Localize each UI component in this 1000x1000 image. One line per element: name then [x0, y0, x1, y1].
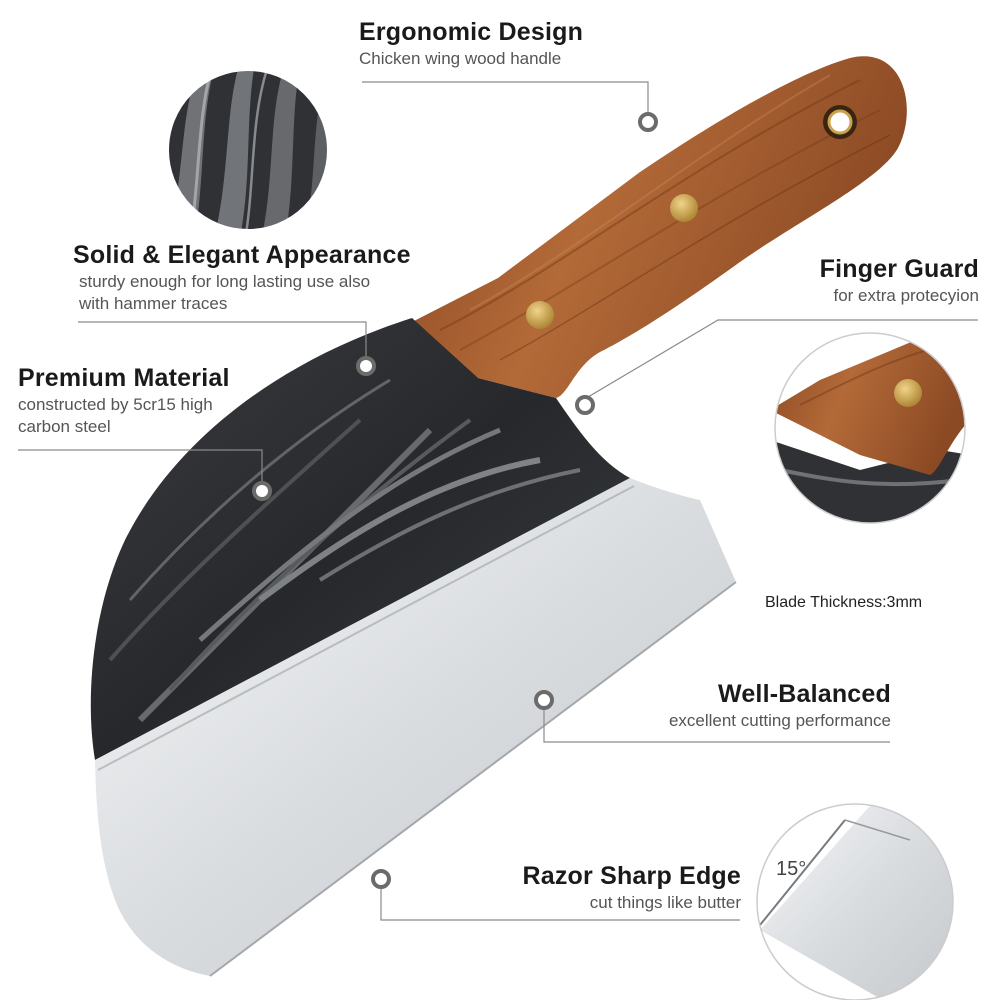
callout-title: Solid & Elegant Appearance: [73, 241, 411, 269]
callout-appearance: Solid & Elegant Appearance sturdy enough…: [73, 240, 411, 315]
callout-finger-guard: Finger Guard for extra protecyion: [820, 254, 979, 307]
handle-rivet: [526, 301, 554, 329]
callout-title: Ergonomic Design: [359, 18, 584, 46]
finger-guard-detail-icon: [774, 332, 966, 524]
callout-ergonomic-design: Ergonomic Design Chicken wing wood handl…: [359, 17, 583, 70]
hammer-marks: [108, 378, 581, 723]
callout-description: for extra protecyion: [833, 286, 979, 305]
hammered-steel-texture-icon: [167, 69, 329, 231]
callout-well-balanced: Well-Balanced excellent cutting performa…: [669, 679, 891, 732]
ring-marker-icon: [252, 112, 658, 889]
blade-thickness-label: Blade Thickness:3mm: [765, 594, 923, 611]
callout-title: Premium Material: [18, 364, 230, 392]
cleaver-knife-icon: [90, 56, 907, 977]
callout-description: sturdy enough for long lasting use also: [79, 272, 371, 291]
callout-description: excellent cutting performance: [668, 711, 891, 730]
callout-description: constructed by 5cr15 high: [18, 395, 213, 414]
leader-lines: [18, 81, 978, 921]
hammered-blade: [90, 318, 631, 760]
callout-description: carbon steel: [18, 417, 111, 436]
callout-description: with hammer traces: [79, 294, 228, 313]
blade-edge-detail-icon: [756, 803, 954, 1000]
callout-description: cut things like butter: [589, 893, 741, 912]
callout-title: Well-Balanced: [717, 680, 891, 708]
callout-premium-material: Premium Material constructed by 5cr15 hi…: [18, 363, 230, 438]
callout-description: Chicken wing wood handle: [359, 49, 562, 68]
callout-razor-sharp-edge: Razor Sharp Edge cut things like butter: [522, 861, 741, 914]
handle-rivet: [670, 194, 698, 222]
edge-angle-label: 15°: [776, 858, 807, 880]
callout-title: Razor Sharp Edge: [522, 862, 741, 890]
callout-title: Finger Guard: [819, 255, 979, 283]
polished-blade-edge: [95, 478, 736, 976]
